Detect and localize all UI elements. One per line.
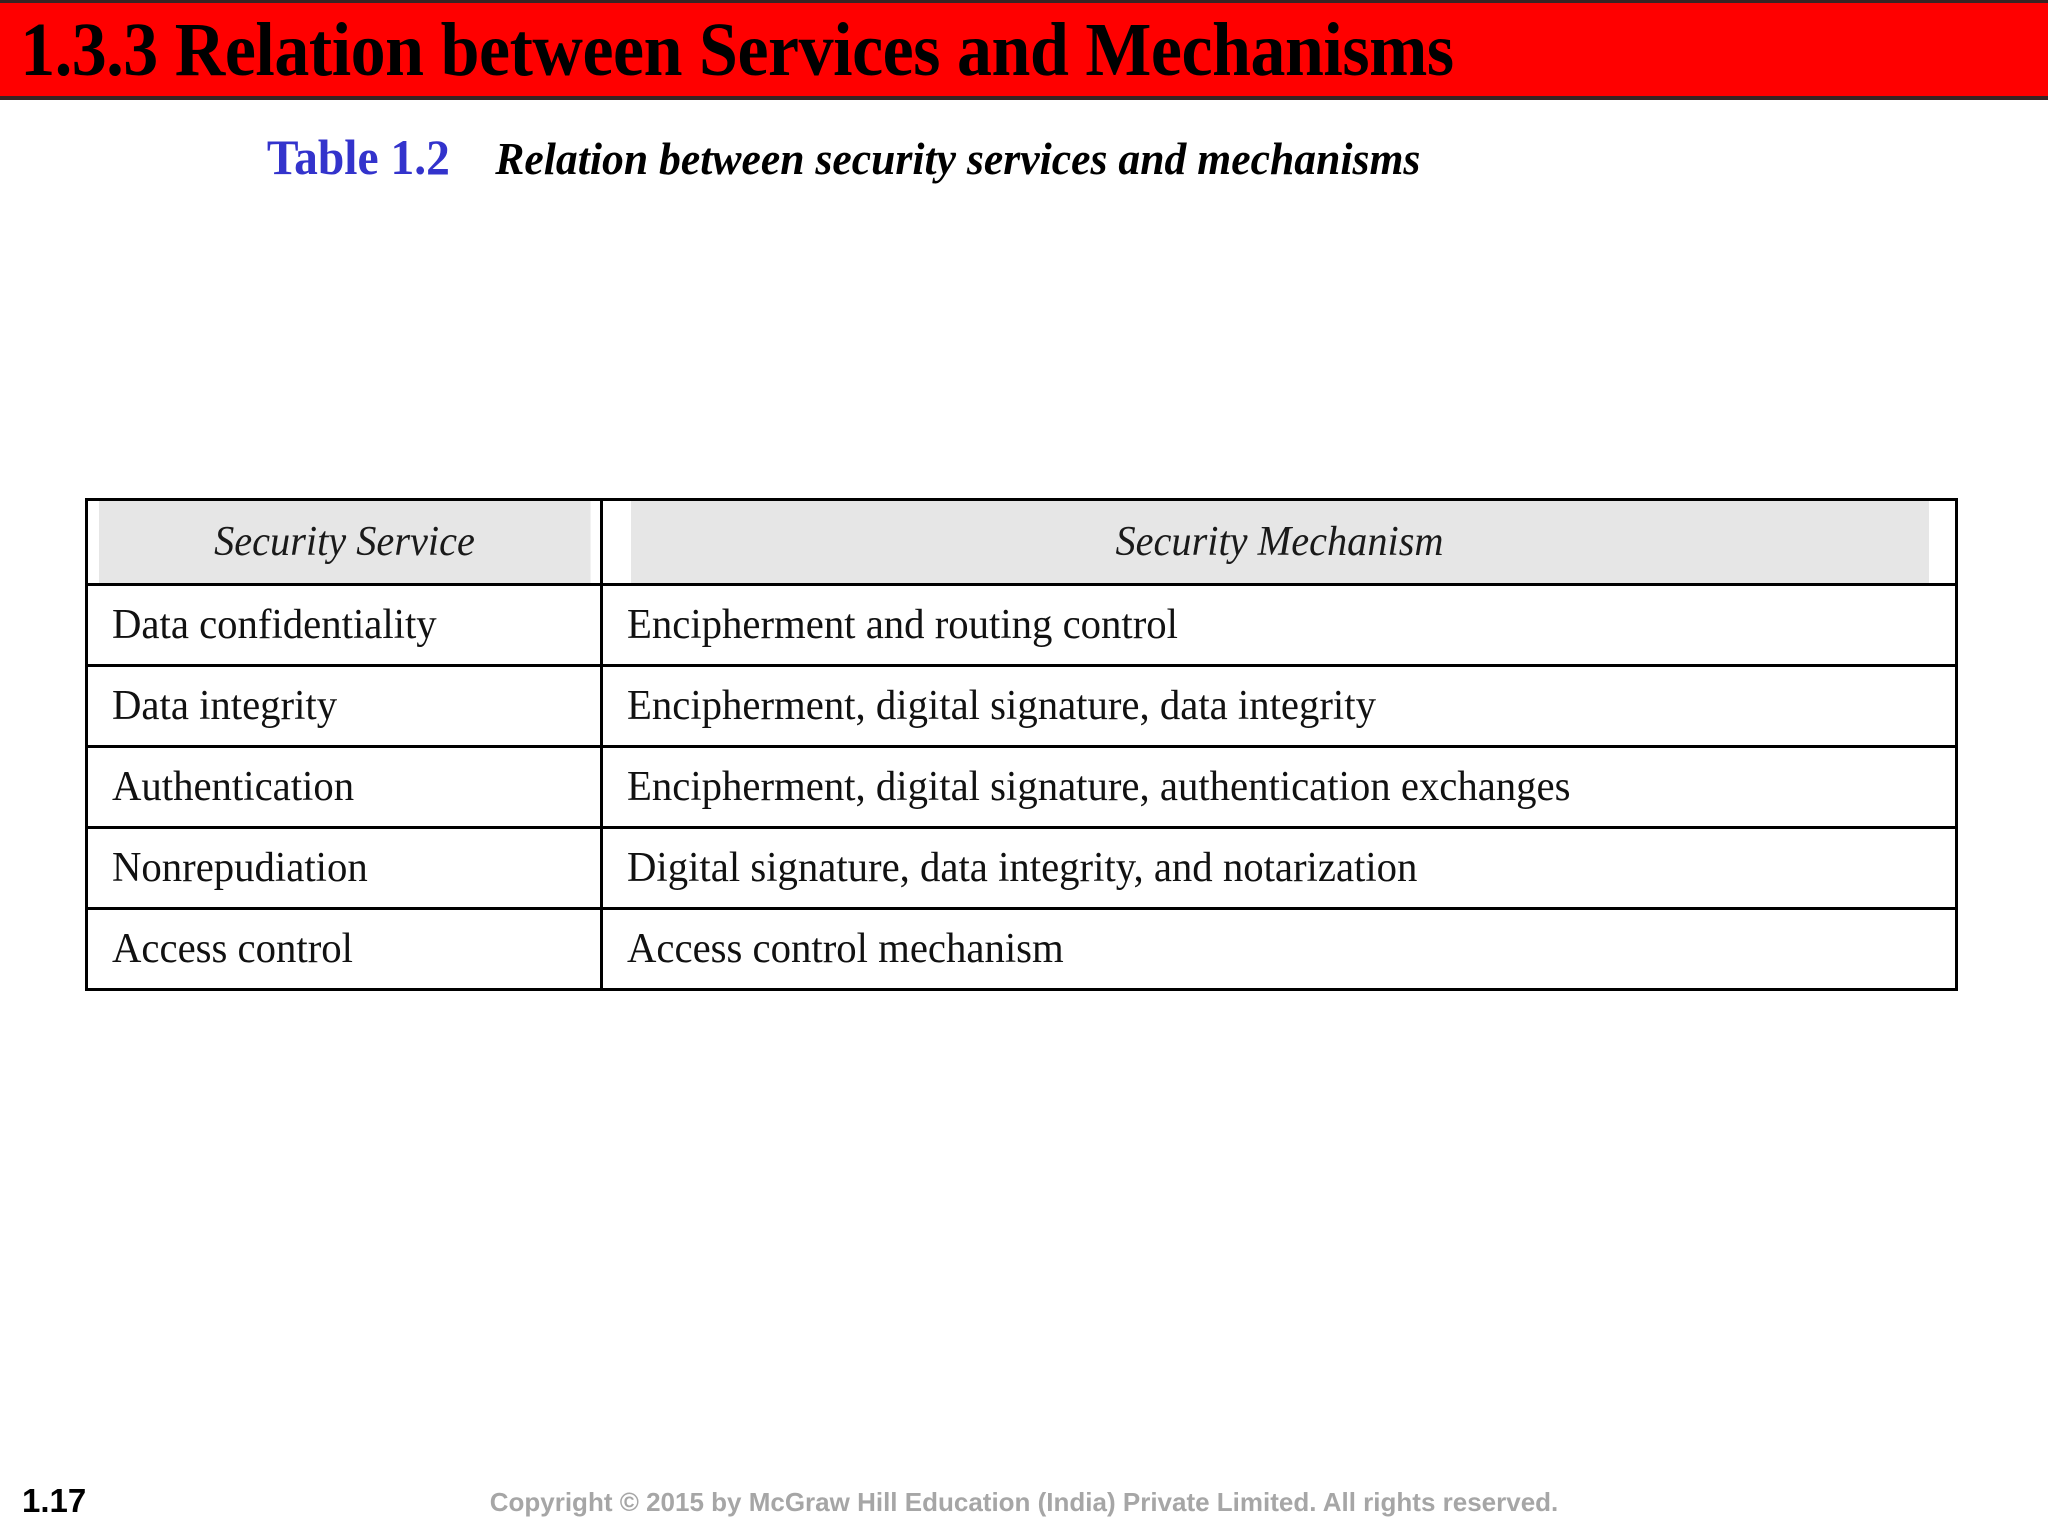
table-header-row: Security Service Security Mechanism [87, 498, 1957, 586]
column-header-security-service: Security Service [95, 498, 593, 586]
table-row: Data confidentiality Encipherment and ro… [85, 583, 1958, 667]
table-header: Security Service Security Mechanism [87, 498, 1957, 586]
mechanism-label: Encipherment, digital signature, data in… [627, 683, 1376, 729]
cell-service: Nonrepudiation [85, 826, 603, 910]
table-row: Nonrepudiation Digital signature, data i… [85, 826, 1958, 910]
mechanism-label: Digital signature, data integrity, and n… [627, 845, 1418, 891]
table-body: Data confidentiality Encipherment and ro… [85, 583, 1958, 991]
relation-table: Security Service Security Mechanism Data… [85, 498, 1958, 991]
mechanism-label: Encipherment and routing control [627, 602, 1178, 648]
cell-service: Data confidentiality [85, 583, 603, 667]
service-label: Access control [112, 926, 353, 972]
service-label: Authentication [112, 764, 355, 810]
table-row: Data integrity Encipherment, digital sig… [85, 664, 1958, 748]
cell-mechanism: Digital signature, data integrity, and n… [600, 826, 1958, 910]
column-header-security-mechanism: Security Mechanism [627, 498, 1931, 586]
cell-service: Access control [85, 907, 603, 991]
table-caption-text: Relation between security services and m… [494, 134, 1421, 184]
table-caption-label: Table 1.2 [266, 129, 450, 185]
table-caption: Table 1.2 Relation between security serv… [262, 128, 1434, 188]
service-label: Nonrepudiation [112, 845, 368, 891]
cell-service: Data integrity [85, 664, 603, 748]
service-label: Data confidentiality [112, 602, 437, 648]
cell-mechanism: Access control mechanism [600, 907, 1958, 991]
copyright-notice: Copyright © 2015 by McGraw Hill Educatio… [489, 1487, 1559, 1517]
mechanism-label: Access control mechanism [627, 926, 1064, 972]
mechanism-label: Encipherment, digital signature, authent… [627, 764, 1571, 810]
slide-title: 1.3.3 Relation between Services and Mech… [20, 7, 1454, 92]
cell-mechanism: Encipherment and routing control [600, 583, 1958, 667]
slide-title-banner: 1.3.3 Relation between Services and Mech… [0, 0, 2048, 100]
slide-footer: 1.17 Copyright © 2015 by McGraw Hill Edu… [0, 1478, 2048, 1536]
slide-number: 1.17 [22, 1482, 87, 1519]
service-label: Data integrity [112, 683, 338, 729]
cell-mechanism: Encipherment, digital signature, authent… [600, 745, 1958, 829]
cell-mechanism: Encipherment, digital signature, data in… [600, 664, 1958, 748]
table-row: Authentication Encipherment, digital sig… [85, 745, 1958, 829]
cell-service: Authentication [85, 745, 603, 829]
table-row: Access control Access control mechanism [85, 907, 1958, 991]
